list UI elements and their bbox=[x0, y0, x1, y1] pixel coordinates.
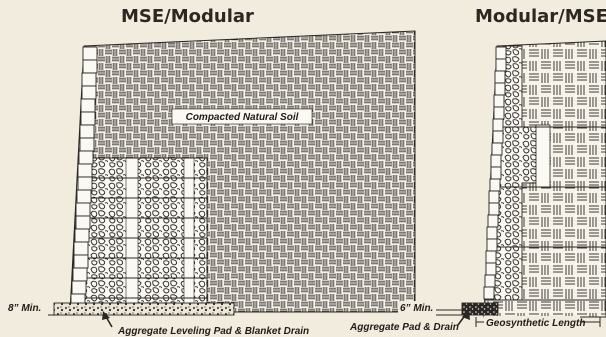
soil-label: Compacted Natural Soil bbox=[186, 112, 299, 123]
right-block-facing bbox=[483, 46, 507, 300]
right-wall-section: 6” Min. Aggregate Pad & Drain Geosynthet… bbox=[349, 40, 606, 333]
left-geogrid-layers bbox=[71, 157, 207, 299]
right-min-depth-label: 6” Min. bbox=[400, 303, 433, 314]
left-leveling-pad bbox=[53, 302, 235, 316]
left-block-facing bbox=[70, 46, 98, 308]
left-panel-title: MSE/Modular bbox=[121, 6, 254, 27]
right-panel-title: Modular/MSE bbox=[475, 6, 606, 27]
left-wall-section: Compacted Natural Soil 8” Min. Aggregate… bbox=[6, 30, 416, 337]
right-geosynthetic-layers bbox=[484, 126, 606, 301]
left-min-depth-label: 8” Min. bbox=[8, 303, 41, 314]
right-pad-label: Aggregate Pad & Drain bbox=[349, 322, 459, 333]
right-base-pad bbox=[461, 302, 499, 316]
left-pad-label: Aggregate Leveling Pad & Blanket Drain bbox=[117, 326, 309, 337]
geosynthetic-length-label: Geosynthetic Length bbox=[486, 318, 585, 329]
